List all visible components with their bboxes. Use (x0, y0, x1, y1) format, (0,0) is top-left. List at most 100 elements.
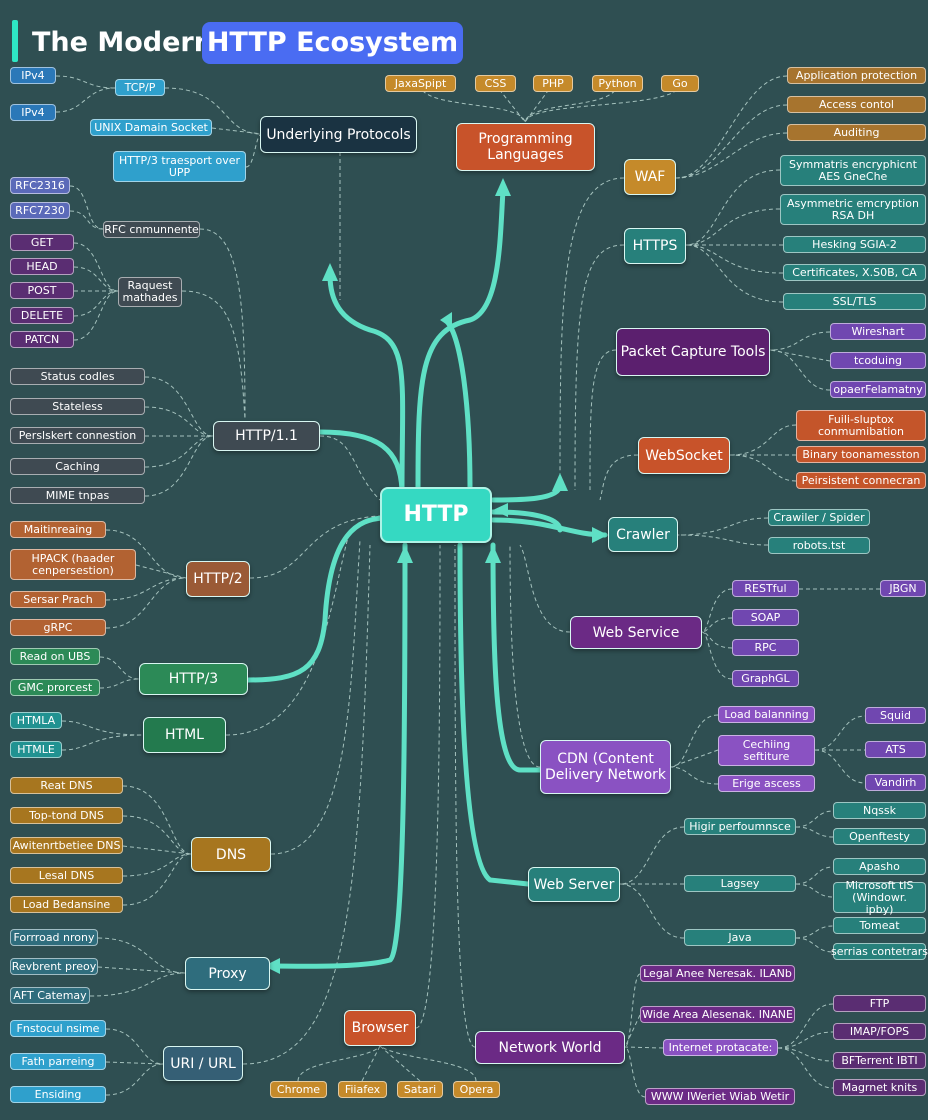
leaf-openresty[interactable]: Openftesty (833, 828, 926, 845)
leaf-caching[interactable]: Caching (10, 458, 145, 475)
leaf-tcpdump[interactable]: tcoduing (830, 352, 926, 369)
hub-rfc-documents[interactable]: RFC cnmunnente (103, 221, 200, 238)
leaf-go[interactable]: Go (661, 75, 699, 92)
leaf-full-duplex[interactable]: Fuili-sluptox conmumibation (796, 410, 926, 441)
leaf-protocol-name[interactable]: Fnstocul nsime (10, 1020, 106, 1037)
leaf-tld-dns[interactable]: Top-tond DNS (10, 807, 123, 824)
hub-websocket[interactable]: WebSocket (638, 437, 730, 474)
leaf-crawler-spider[interactable]: Crawiler / Spider (768, 509, 870, 526)
leaf-hpack[interactable]: HPACK (haader cenpersestion) (10, 549, 136, 580)
leaf-varnish[interactable]: Vandirh (865, 774, 926, 791)
leaf-rpc[interactable]: RPC (732, 639, 799, 656)
leaf-multiplexing[interactable]: Maitinreaing (10, 521, 106, 538)
leaf-soap[interactable]: SOAP (732, 609, 799, 626)
leaf-wireshark[interactable]: Wireshart (830, 323, 926, 340)
leaf-path-parsing[interactable]: Fath parreing (10, 1053, 106, 1070)
hub-http2[interactable]: HTTP/2 (186, 561, 250, 597)
leaf-restful[interactable]: RESTful (732, 580, 799, 597)
leaf-servlet-containers[interactable]: serrias contetrars (831, 943, 928, 960)
leaf-squid[interactable]: Squid (865, 707, 926, 724)
leaf-firefox[interactable]: Fiiafex (338, 1081, 387, 1098)
hub-proxy[interactable]: Proxy (185, 957, 270, 990)
leaf-application-protection[interactable]: Application protection (787, 67, 926, 84)
leaf-stateless[interactable]: Stateless (10, 398, 145, 415)
leaf-high-performance[interactable]: Higir perfoumnsce (684, 818, 796, 835)
leaf-load-balancing-dns[interactable]: Load Bedansine (10, 896, 123, 913)
leaf-persistent-connection[interactable]: Perslskert connestion (10, 427, 145, 444)
leaf-post[interactable]: POST (10, 282, 74, 299)
leaf-other-tools[interactable]: opaerFelamatny (830, 381, 926, 398)
hub-network-world[interactable]: Network World (475, 1031, 625, 1064)
center-node-http[interactable]: HTTP (380, 487, 492, 543)
leaf-wan[interactable]: Wide Area Alesenak. INANE (640, 1006, 795, 1023)
leaf-html4[interactable]: HTMLA (10, 712, 62, 729)
leaf-chrome[interactable]: Chrome (270, 1081, 327, 1098)
leaf-ipv4-b[interactable]: IPv4 (10, 104, 56, 121)
leaf-nginx[interactable]: Nqssk (833, 802, 926, 819)
hub-html[interactable]: HTML (143, 717, 226, 753)
leaf-opera[interactable]: Opera (453, 1081, 500, 1098)
leaf-server-push[interactable]: Sersar Prach (10, 591, 106, 608)
leaf-php[interactable]: PHP (533, 75, 573, 92)
leaf-delete[interactable]: DELETE (10, 307, 74, 324)
leaf-reverse-proxy[interactable]: Revbrent preoy (10, 958, 98, 975)
hub-crawler[interactable]: Crawler (608, 517, 678, 552)
leaf-graphql[interactable]: GraphGL (732, 670, 799, 687)
leaf-rfc7230[interactable]: RFC7230 (10, 202, 70, 219)
hub-https[interactable]: HTTPS (624, 228, 686, 264)
leaf-microsoft-iis[interactable]: Microsoft tIS (Windowr. ipby) (833, 879, 926, 915)
leaf-python[interactable]: Python (592, 75, 643, 92)
hub-browser[interactable]: Browser (344, 1010, 416, 1046)
hub-packet-capture-tools[interactable]: Packet Capture Tools (616, 328, 770, 376)
leaf-root-dns[interactable]: Reat DNS (10, 777, 123, 794)
leaf-quic[interactable]: GMC prorcest (10, 679, 100, 696)
hub-request-methods[interactable]: Raquest mathades (118, 277, 182, 307)
leaf-http3-transport[interactable]: HTTP/3 traesport over UPP (113, 151, 246, 182)
leaf-auditing[interactable]: Auditing (787, 124, 926, 141)
leaf-load-balancing[interactable]: Load balanning (718, 706, 815, 723)
leaf-encoding[interactable]: Ensiding (10, 1086, 106, 1103)
leaf-ats[interactable]: ATS (865, 741, 926, 758)
leaf-patch[interactable]: PATCN (10, 331, 74, 348)
leaf-binary-transmission[interactable]: Binary toonamesston (796, 446, 926, 463)
leaf-certificates[interactable]: Certificates, X.S0B, CA (783, 264, 926, 281)
leaf-grpc[interactable]: gRPC (10, 619, 106, 636)
leaf-ipv4-a[interactable]: IPv4 (10, 67, 56, 84)
leaf-imap-pop3[interactable]: IMAP/FOPS (833, 1023, 926, 1040)
hub-programming-languages[interactable]: Programming Languages (456, 123, 595, 171)
leaf-bittorrent[interactable]: BFTerrent IBTI (833, 1052, 926, 1069)
leaf-local-dns[interactable]: Lesal DNS (10, 867, 123, 884)
leaf-status-codes[interactable]: Status codles (10, 368, 145, 385)
hub-http3[interactable]: HTTP/3 (139, 663, 248, 695)
leaf-java[interactable]: Java (684, 929, 796, 946)
hub-web-server[interactable]: Web Server (528, 867, 620, 902)
hub-waf[interactable]: WAF (624, 159, 676, 195)
leaf-html5[interactable]: HTMLE (10, 741, 62, 758)
leaf-legacy[interactable]: Lagsey (684, 875, 796, 892)
leaf-unix-socket[interactable]: UNIX Damain Socket (90, 119, 212, 136)
leaf-udp[interactable]: Read on UBS (10, 648, 100, 665)
hub-cdn[interactable]: CDN (Content Delivery Network (540, 740, 671, 794)
leaf-css[interactable]: CSS (475, 75, 516, 92)
leaf-head[interactable]: HEAD (10, 258, 74, 275)
leaf-symmetric-encryption[interactable]: Symmatris encryphicnt AES GneChe (780, 155, 926, 186)
leaf-forward-proxy[interactable]: Forrroad nrony (10, 929, 98, 946)
leaf-apache[interactable]: Apasho (833, 858, 926, 875)
hub-web-service[interactable]: Web Service (570, 616, 702, 649)
leaf-hashing[interactable]: Hesking SGIA-2 (783, 236, 926, 253)
leaf-ssl-tls[interactable]: SSL/TLS (783, 293, 926, 310)
leaf-tomcat[interactable]: Tomeat (833, 917, 926, 934)
leaf-javascript[interactable]: JaxaSpipt (385, 75, 456, 92)
hub-underlying-protocols[interactable]: Underlying Protocols (260, 116, 417, 153)
hub-http11[interactable]: HTTP/1.1 (213, 421, 320, 451)
leaf-www[interactable]: WWW IWeriet Wiab Wetir (645, 1088, 795, 1105)
leaf-safari[interactable]: Satari (397, 1081, 443, 1098)
leaf-mime-types[interactable]: MIME tnpas (10, 487, 145, 504)
leaf-get[interactable]: GET (10, 234, 74, 251)
leaf-ftp[interactable]: FTP (833, 995, 926, 1012)
leaf-access-control[interactable]: Access contol (787, 96, 926, 113)
leaf-api-gateway[interactable]: AFT Catemay (10, 987, 90, 1004)
leaf-rfc2316[interactable]: RFC2316 (10, 177, 70, 194)
leaf-internet-protocols[interactable]: Internet protacate: (663, 1039, 778, 1056)
leaf-robots-txt[interactable]: robots.tst (768, 537, 870, 554)
